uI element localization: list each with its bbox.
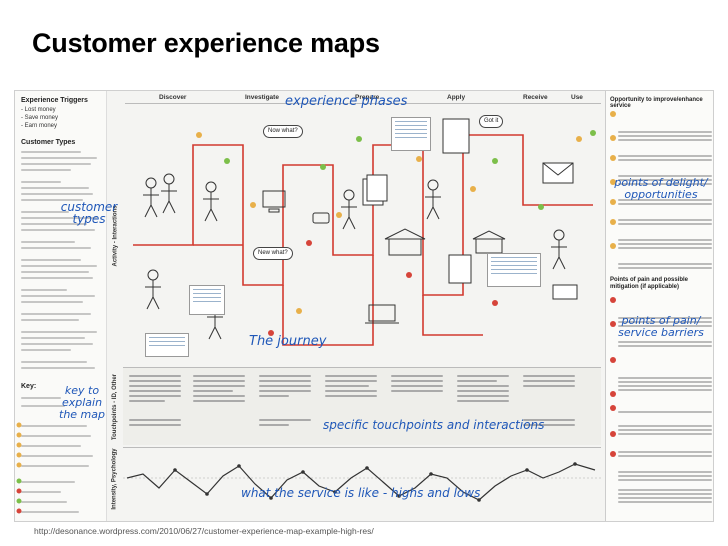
- band-activity: Activity - Interactions: [112, 205, 119, 267]
- key-legend-dots: [16, 422, 22, 514]
- trigger-item: - Earn money: [21, 123, 58, 129]
- trigger-item: - Save money: [21, 115, 59, 121]
- experience-map: Experience Triggers - Lost money - Save …: [14, 90, 714, 522]
- annotation-service-highs-lows: what the service is like - highs and low…: [241, 486, 481, 500]
- triggers-title: Experience Triggers: [21, 97, 88, 104]
- annotation-points-of-pain: points of pain/ service barriers: [618, 314, 704, 339]
- annotation-the-journey: The journey: [249, 334, 327, 349]
- phase-apply: Apply: [447, 94, 466, 101]
- journey-path: [133, 118, 596, 346]
- key-title: Key:: [21, 383, 37, 390]
- source-url: http://desonance.wordpress.com/2010/06/2…: [34, 526, 374, 536]
- bubble-new-what: New what?: [253, 247, 293, 260]
- customer-types-title: Customer Types: [21, 139, 76, 146]
- annotation-customer-types: customer types: [60, 200, 118, 226]
- annotation-experience-phases: experience phases: [285, 94, 408, 109]
- bubble-now-what: Now what?: [263, 125, 303, 138]
- phase-use: Use: [571, 94, 583, 101]
- bubble-got-it: Got it: [479, 115, 504, 128]
- pain-title: Points of pain and possible mitigation (…: [610, 277, 689, 290]
- note-box: [391, 117, 431, 151]
- band-touchpoints: Touchpoints - ID, Other: [112, 373, 118, 441]
- phase-prepare: Prepare: [355, 94, 380, 101]
- trigger-item: - Lost money: [21, 107, 56, 113]
- slide-title: Customer experience maps: [32, 28, 380, 58]
- note-box: [189, 285, 225, 315]
- note-box: [145, 333, 189, 357]
- journey-sketch: Now what? New what? Got it: [123, 105, 601, 365]
- opportunity-title: Opportunity to improve/enhance service: [610, 97, 703, 109]
- intensity-graph: [123, 447, 601, 509]
- phase-investigate: Investigate: [245, 94, 279, 101]
- annotation-points-of-delight: points of delight/ opportunities: [614, 176, 708, 201]
- touchpoints-table: [123, 367, 601, 445]
- phase-discover: Discover: [159, 94, 187, 101]
- annotation-key: key to explain the map: [59, 384, 105, 421]
- band-intensity: Intensity, Psychology: [112, 448, 118, 510]
- map-left-column: Experience Triggers - Lost money - Save …: [15, 91, 107, 521]
- phase-receive: Receive: [523, 94, 548, 101]
- emotion-line: [123, 462, 601, 502]
- annotation-touchpoints: specific touchpoints and interactions: [323, 418, 545, 432]
- note-box: [487, 253, 541, 287]
- map-right-column: Opportunity to improve/enhance service P…: [605, 91, 713, 521]
